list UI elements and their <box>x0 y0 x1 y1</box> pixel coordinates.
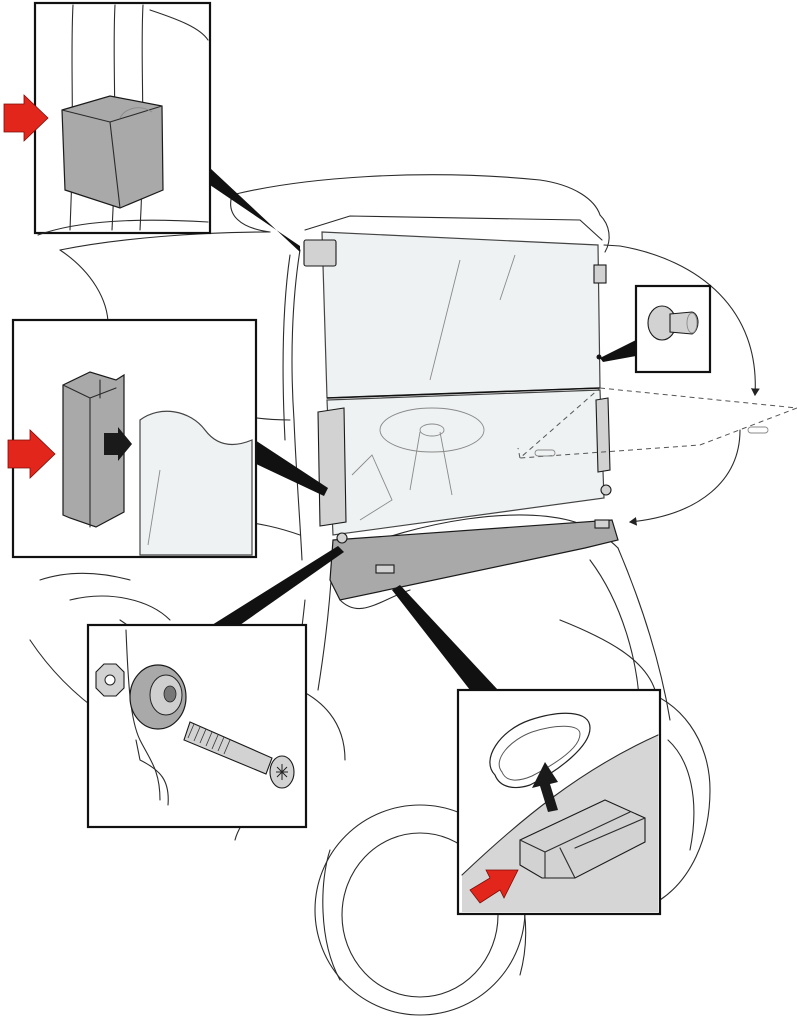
folded-windshield-position <box>517 244 797 526</box>
red-pointer-arrow-lower-right <box>469 869 519 904</box>
channel-molding-part <box>62 371 125 528</box>
left-side-channel <box>317 407 347 527</box>
callout-pointer-lower-left <box>212 546 344 625</box>
windshield-upper-panel <box>321 231 601 399</box>
callout-pointer-mid-left <box>252 438 328 496</box>
red-pointer-arrow-top-left <box>3 94 49 142</box>
upper-clip-part <box>61 95 164 209</box>
windshield-lower-panel <box>326 389 605 536</box>
callout-top-left <box>3 1 212 236</box>
windshield-assembly <box>303 231 619 610</box>
callout-upper-right <box>634 284 712 374</box>
bolt-part <box>183 721 273 775</box>
callout-pointer-top-left <box>210 168 300 252</box>
red-pointer-arrow-mid-left <box>7 429 56 479</box>
callout-pointer-upper-right <box>600 340 636 362</box>
callout-pointer-lower-right <box>392 585 498 690</box>
callout-mid-left <box>7 318 258 559</box>
right-side-channel <box>595 397 611 473</box>
upper-clip <box>303 239 337 267</box>
callout-lower-right <box>456 688 662 916</box>
callout-lower-left <box>86 623 308 829</box>
mounting-slot <box>489 712 591 789</box>
